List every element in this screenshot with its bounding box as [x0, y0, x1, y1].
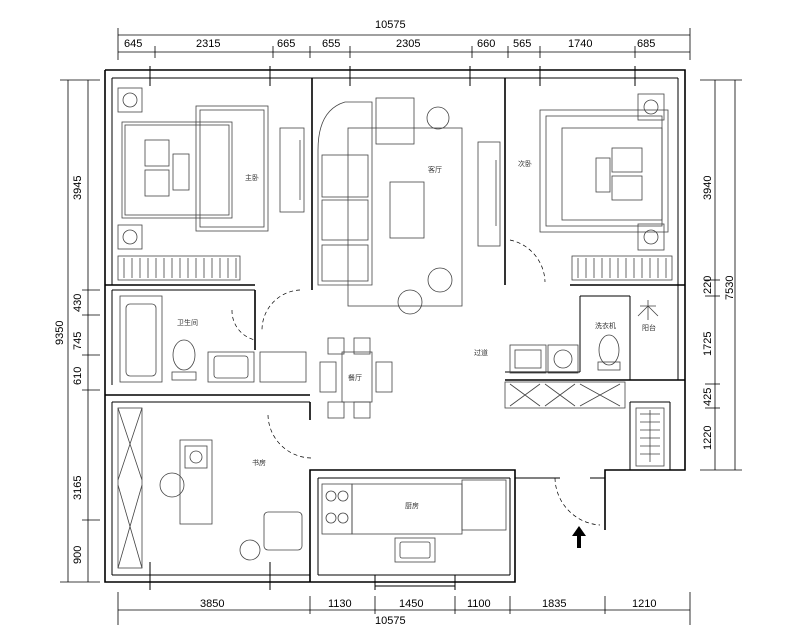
bottom-dimension-chain: 3850 1130 1450 1100 1835 1210 10575 [117, 592, 691, 627]
master-bedroom: 主卧 [117, 87, 305, 281]
top-dim-1: 645 [124, 38, 142, 50]
dining-room: 餐厅 过道 [319, 337, 488, 419]
second-bedroom: 次卧 [518, 93, 673, 281]
left-dim-5: 3165 [72, 476, 84, 500]
kitchen: 厨房 [321, 479, 507, 563]
right-dim-2: 220 [702, 276, 714, 294]
living-room: 客厅 [317, 97, 501, 315]
bottom-dim-6: 1210 [632, 598, 656, 610]
balcony-label: 阳台 [642, 323, 656, 332]
second-bedroom-label: 次卧 [518, 159, 532, 168]
right-dim-3: 1725 [702, 332, 714, 356]
living-room-label: 客厅 [428, 165, 442, 174]
left-dimension-chain: 3945 430 745 610 3165 900 9350 [54, 79, 100, 583]
bathroom-label: 卫生间 [177, 318, 198, 327]
bottom-dim-4: 1100 [467, 598, 491, 610]
right-overall-dim: 7530 [724, 276, 736, 300]
master-bedroom-label: 主卧 [245, 173, 259, 182]
top-dim-8: 1740 [568, 38, 592, 50]
laundry-label: 洗衣机 [595, 321, 616, 330]
bottom-dim-1: 3850 [200, 598, 224, 610]
top-dimension-chain: 10575 645 2315 665 655 2305 660 565 1740… [117, 19, 691, 60]
left-dim-4: 610 [72, 367, 84, 385]
top-dim-5: 2305 [396, 38, 420, 50]
top-dim-6: 660 [477, 38, 495, 50]
top-dim-7: 565 [513, 38, 531, 50]
bottom-overall-dim: 10575 [375, 615, 406, 627]
top-dim-9: 685 [637, 38, 655, 50]
dining-room-label: 餐厅 [348, 373, 362, 382]
study-label: 书房 [252, 458, 266, 467]
left-overall-dim: 9350 [54, 321, 66, 345]
bottom-dim-3: 1450 [399, 598, 423, 610]
study: 书房 [117, 407, 303, 569]
top-dim-3: 665 [277, 38, 295, 50]
kitchen-label: 厨房 [405, 501, 419, 510]
walls [104, 66, 686, 590]
entrance-arrow [572, 526, 586, 548]
bathroom: 卫生间 [119, 295, 307, 383]
door-swings [231, 239, 601, 526]
left-dim-2: 430 [72, 294, 84, 312]
bottom-dim-2: 1130 [328, 598, 352, 610]
hallway-label: 过道 [474, 348, 488, 357]
bottom-dim-5: 1835 [542, 598, 566, 610]
left-dim-1: 3945 [72, 176, 84, 200]
left-dim-6: 900 [72, 546, 84, 564]
top-dim-4: 655 [322, 38, 340, 50]
top-overall-dim: 10575 [375, 19, 406, 31]
right-dim-4: 425 [702, 388, 714, 406]
bathroom-2: 洗衣机 阳台 [504, 300, 665, 467]
left-dim-3: 745 [72, 332, 84, 350]
top-dim-2: 2315 [196, 38, 220, 50]
right-dim-1: 3940 [702, 176, 714, 200]
right-dimension-chain: 3940 220 1725 425 1220 7530 [700, 79, 742, 471]
right-dim-5: 1220 [702, 426, 714, 450]
